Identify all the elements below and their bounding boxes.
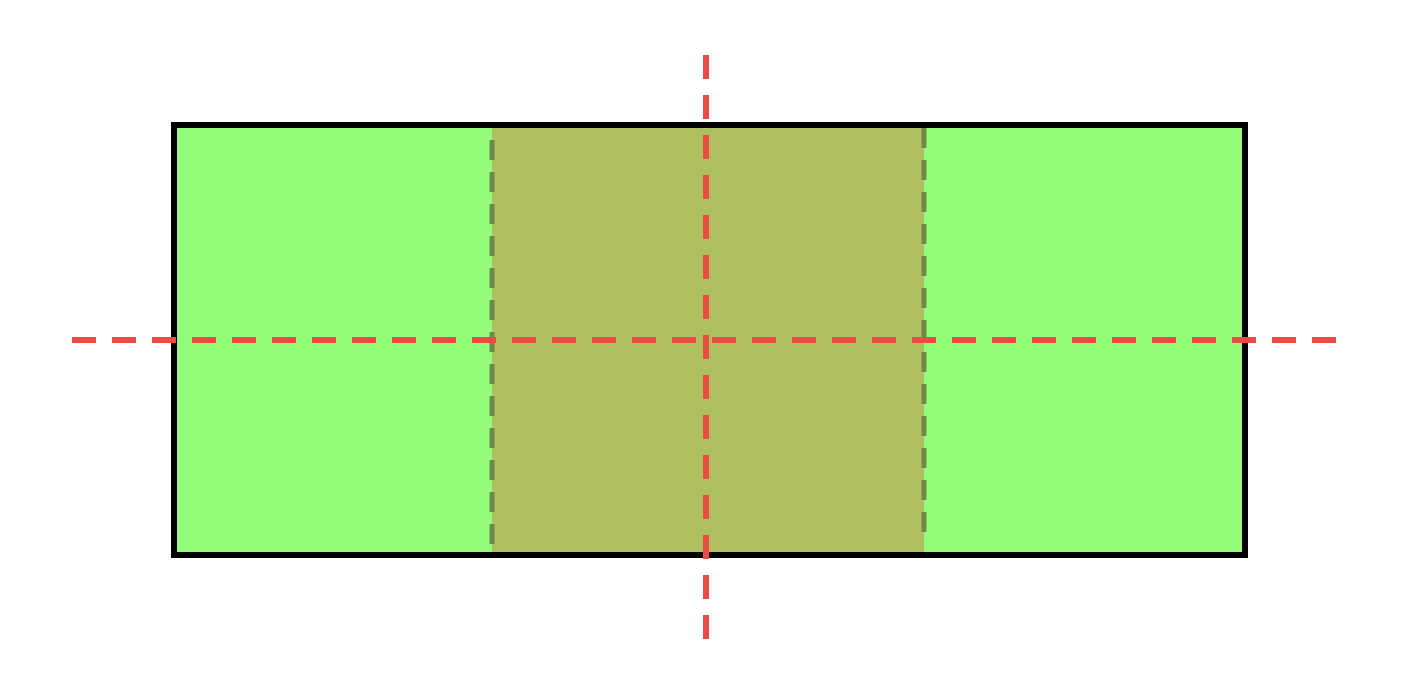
diagram-canvas bbox=[72, 55, 1350, 640]
